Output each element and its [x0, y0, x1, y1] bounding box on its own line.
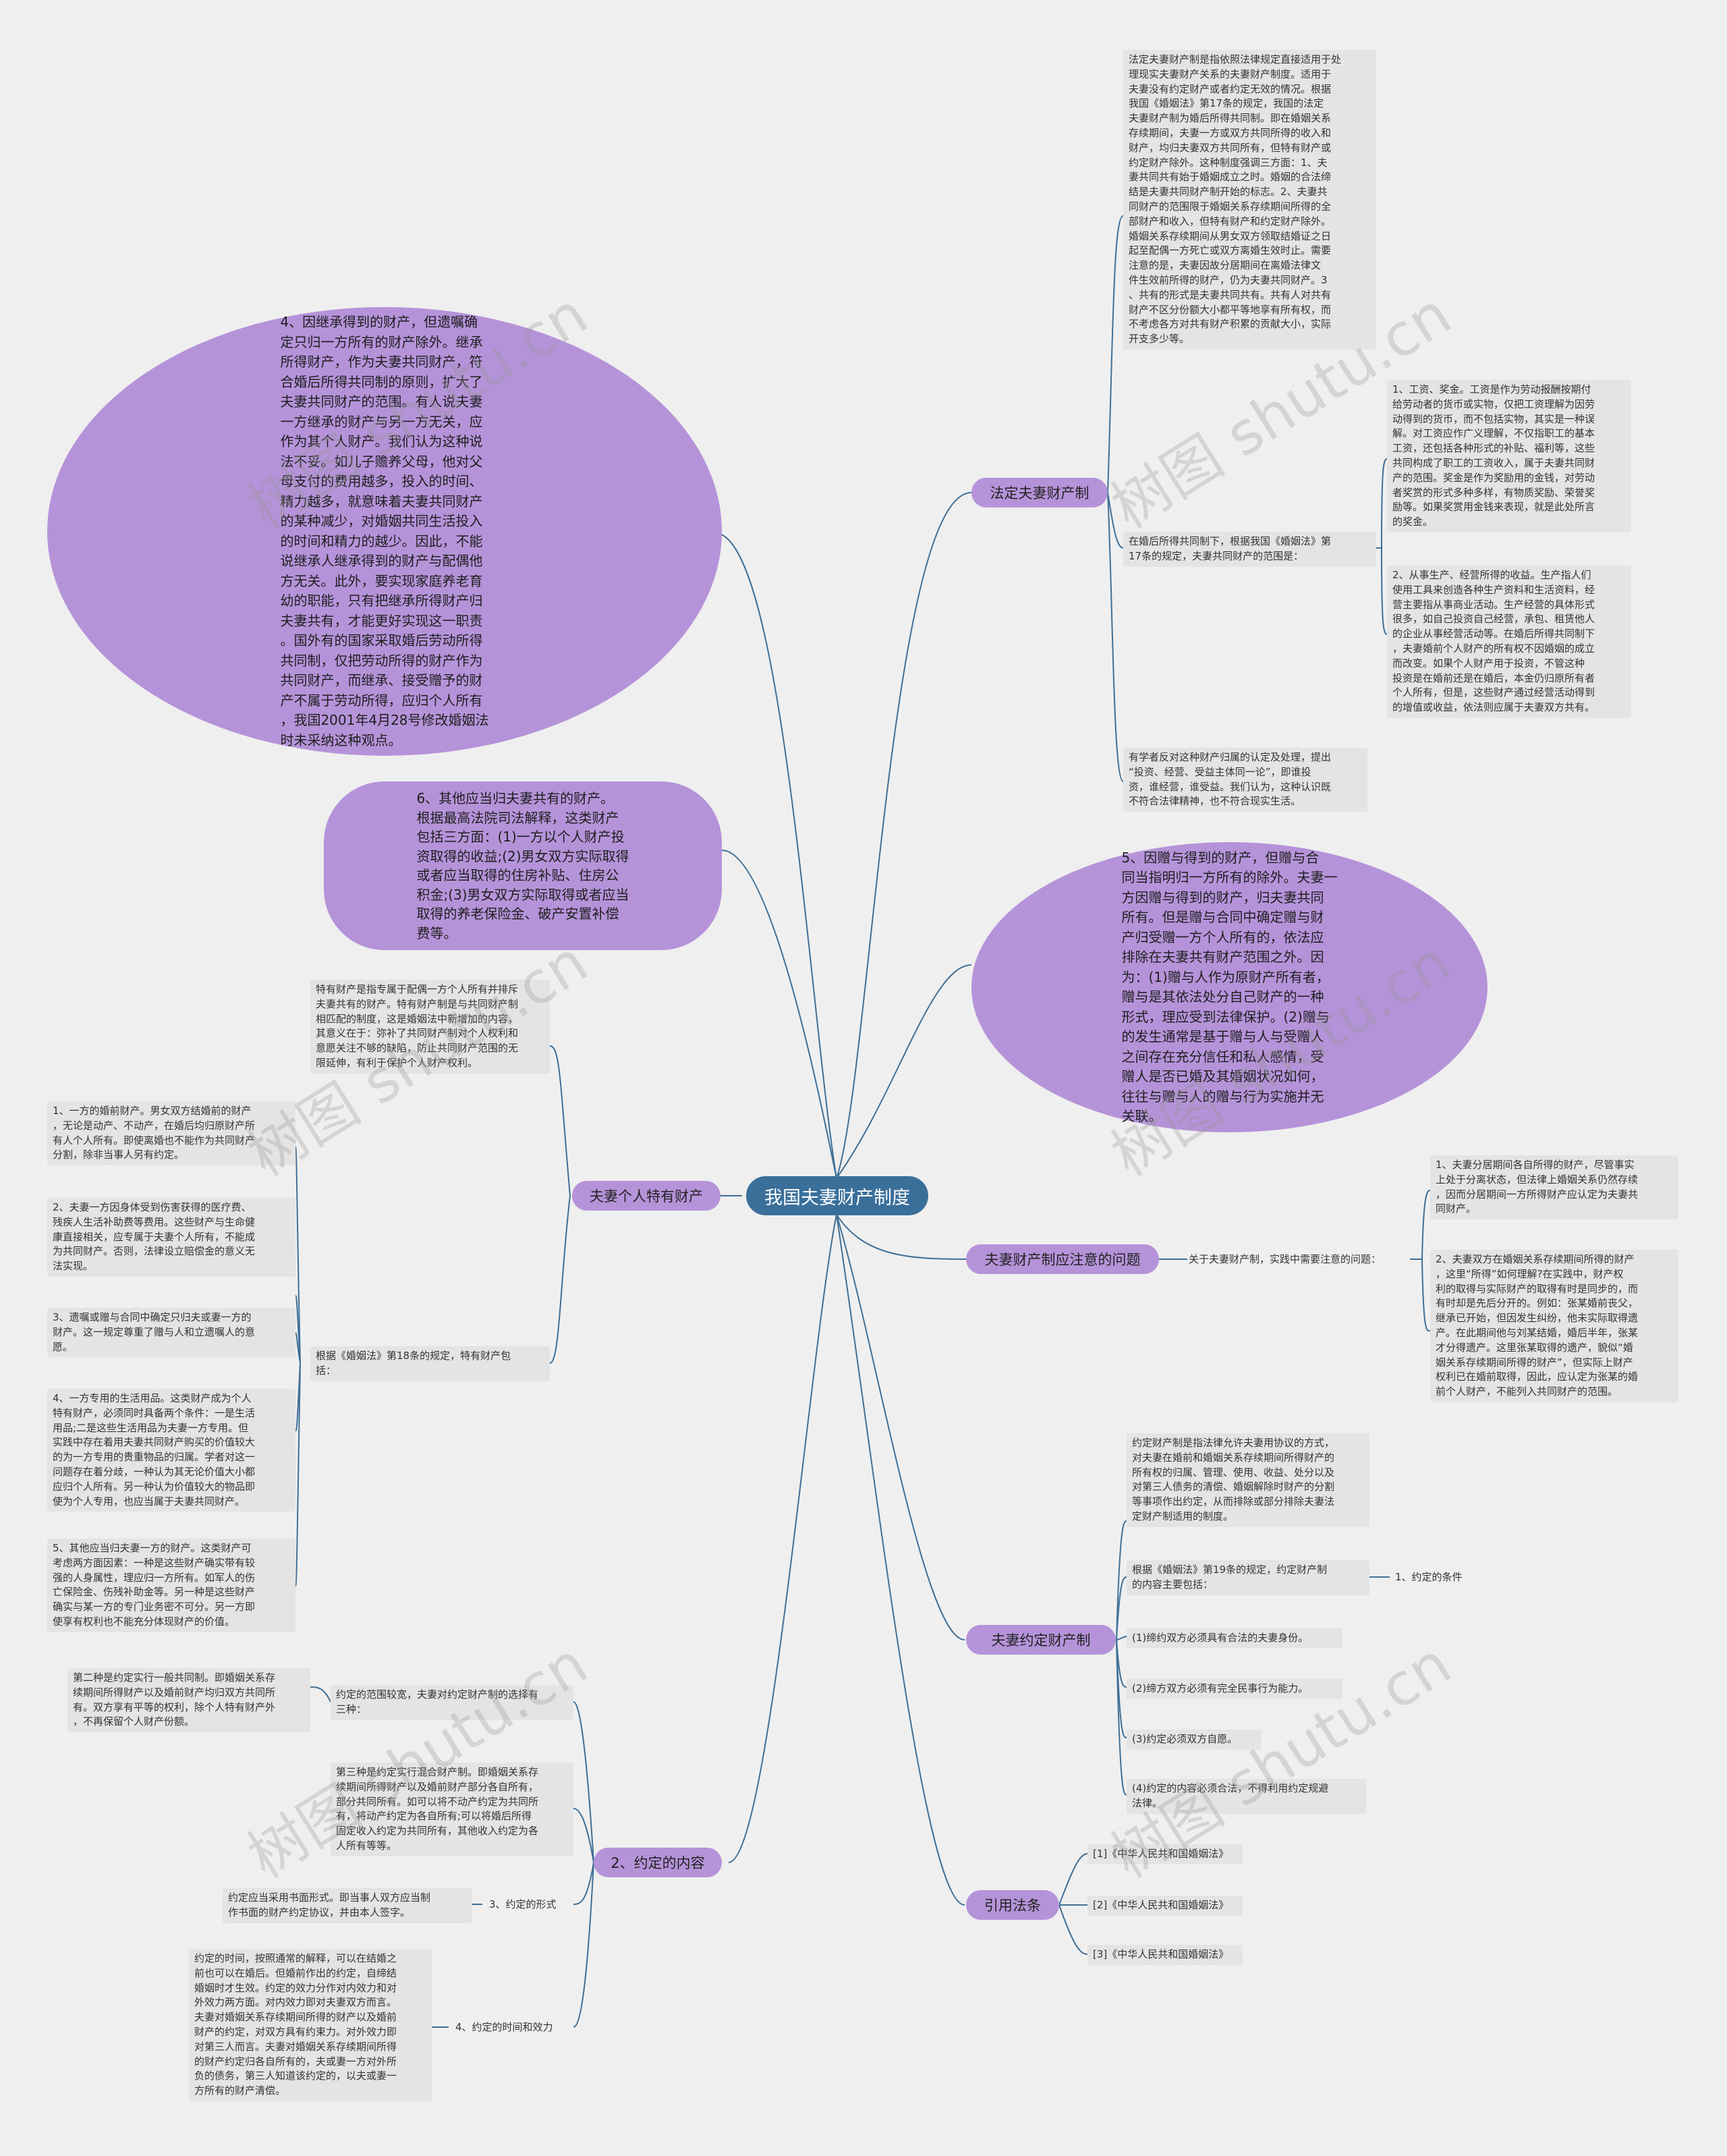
branch-agreed-content[interactable]: 2、约定的内容	[594, 1848, 722, 1877]
note-separate-2: 2、夫妻一方因身体受到伤害获得的医疗费、 残疾人生活补助费等费用。这些财产与生命…	[47, 1198, 295, 1277]
branch-separate-property-label: 夫妻个人特有财产	[590, 1188, 703, 1205]
bubble-inheritance-text: 4、因继承得到的财产，但遗嘱确 定只归一方所有的财产除外。继承 所得财产，作为夫…	[280, 314, 489, 748]
branch-notice-issues[interactable]: 夫妻财产制应注意的问题	[966, 1244, 1159, 1274]
note-separate-3: 3、遗嘱或赠与合同中确定只归夫或妻一方的 财产。这一规定尊重了赠与人和立遗嘱人的…	[47, 1308, 295, 1358]
branch-legal-property-label: 法定夫妻财产制	[990, 485, 1089, 501]
branch-separate-property[interactable]: 夫妻个人特有财产	[572, 1181, 720, 1211]
note-scope-intro: 约定的范围较宽，夫妻对约定财产制的选择有 三种：	[331, 1685, 573, 1720]
note-separate-4: 4、一方专用的生活用品。这类财产成为个人 特有财产，必须同时具备两个条件：一是生…	[47, 1389, 295, 1512]
note-agreed-condition-4: (4)约定的内容必须合法，不得利用约定规避 法律。	[1127, 1779, 1366, 1814]
note-scholar-view: 有学者反对这种财产归属的认定及处理，提出 “投资、经营、受益主体同一论”，即谁投…	[1123, 748, 1367, 812]
note-agreed-time: 约定的时间，按照通常的解释，可以在结婚之 前也可以在婚后。但婚前作出的约定，自缔…	[189, 1949, 432, 2101]
note-agreed-basis: 根据《婚姻法》第19条的规定，约定财产制 的内容主要包括：	[1127, 1560, 1369, 1595]
note-scope-third: 第三种是约定实行混合财产制。即婚姻关系存 续期间所得财产以及婚前财产部分各自所有…	[331, 1763, 573, 1856]
note-reference-1[interactable]: [1]《中华人民共和国婚姻法》	[1087, 1844, 1243, 1864]
branch-legal-property[interactable]: 法定夫妻财产制	[971, 478, 1108, 507]
note-separate-5: 5、其他应当归夫妻一方的财产。这类财产可 考虑两方面因素：一种是这些财产确实带有…	[47, 1539, 295, 1632]
bubble-inheritance[interactable]: 4、因继承得到的财产，但遗嘱确 定只归一方所有的财产除外。继承 所得财产，作为夫…	[47, 307, 722, 756]
note-business-income: 2、从事生产、经营所得的收益。生产指人们 使用工具来创造各种生产资料和生活资料，…	[1387, 565, 1631, 718]
note-agreed-definition: 约定财产制是指法律允许夫妻用协议的方式， 对夫妻在婚前和婚姻关系存续期间所得财产…	[1127, 1433, 1369, 1527]
note-separate-basis: 根据《婚姻法》第18条的规定，特有财产包 括：	[310, 1346, 550, 1381]
branch-notice-issues-label: 夫妻财产制应注意的问题	[984, 1252, 1141, 1268]
note-reference-3[interactable]: [3]《中华人民共和国婚姻法》	[1087, 1945, 1243, 1965]
note-legal-scope: 在婚后所得共同制下，根据我国《婚姻法》第 17条的规定，夫妻共同财产的范围是：	[1123, 532, 1376, 567]
note-agreed-form: 约定应当采用书面形式。即当事人双方应当制 作书面的财产约定协议，并由本人签字。	[223, 1888, 472, 1923]
branch-agreed-content-label: 2、约定的内容	[611, 1855, 705, 1871]
branch-agreed-property[interactable]: 夫妻约定财产制	[966, 1625, 1116, 1655]
branch-references[interactable]: 引用法条	[966, 1890, 1059, 1920]
label-agreed-conditions: 1、约定的条件	[1395, 1571, 1463, 1583]
label-agreed-form: 3、约定的形式	[489, 1898, 557, 1910]
branch-references-label: 引用法条	[984, 1898, 1041, 1914]
branch-agreed-property-label: 夫妻约定财产制	[991, 1632, 1091, 1649]
note-separate-1: 1、一方的婚前财产。男女双方结婚前的财产 ，无论是动产、不动产，在婚后均归原财产…	[47, 1101, 295, 1166]
note-notice-1: 1、夫妻分居期间各自所得的财产，尽管事实 上处于分离状态，但法律上婚姻关系仍然存…	[1430, 1155, 1678, 1220]
note-agreed-condition-2: (2)缔方双方必须有完全民事行为能力。	[1127, 1679, 1342, 1699]
bubble-other-common[interactable]: 6、其他应当归夫妻共有的财产。 根据最高法院司法解释，这类财产 包括三方面：(1…	[324, 781, 722, 950]
bubble-other-common-text: 6、其他应当归夫妻共有的财产。 根据最高法院司法解释，这类财产 包括三方面：(1…	[416, 790, 629, 941]
note-agreed-condition-1: (1)缔约双方必须具有合法的夫妻身份。	[1127, 1628, 1342, 1649]
note-notice-2: 2、夫妻双方在婚姻关系存续期间所得的财产 ，这里“所得”如何理解?在实践中，财产…	[1430, 1250, 1678, 1402]
note-scope-second: 第二种是约定实行一般共同制。即婚姻关系存 续期间所得财产以及婚前财产均归双方共同…	[67, 1668, 310, 1733]
note-separate-definition: 特有财产是指专属于配偶一方个人所有并排斥 夫妻共有的财产。特有财产制是与共同财产…	[310, 980, 550, 1074]
note-legal-definition: 法定夫妻财产制是指依照法律规定直接适用于处 理现实夫妻财产关系的夫妻财产制度。适…	[1123, 50, 1376, 350]
bubble-gift-text: 5、因赠与得到的财产，但赠与合 同当指明归一方所有的除外。夫妻一 方因赠与得到的…	[1121, 849, 1338, 1125]
note-agreed-condition-3: (3)约定必须双方自愿。	[1127, 1730, 1262, 1750]
root-label: 我国夫妻财产制度	[764, 1187, 910, 1209]
root-node[interactable]: 我国夫妻财产制度	[746, 1176, 928, 1215]
note-notice-intro: 关于夫妻财产制，实践中需要注意的问题：	[1189, 1253, 1382, 1265]
note-reference-2[interactable]: [2]《中华人民共和国婚姻法》	[1087, 1896, 1243, 1916]
label-agreed-time: 4、约定的时间和效力	[455, 2021, 553, 2033]
bubble-gift[interactable]: 5、因赠与得到的财产，但赠与合 同当指明归一方所有的除外。夫妻一 方因赠与得到的…	[971, 842, 1488, 1132]
note-wages: 1、工资、奖金。工资是作为劳动报酬按期付 给劳动者的货币或实物，仅把工资理解为因…	[1387, 380, 1631, 532]
